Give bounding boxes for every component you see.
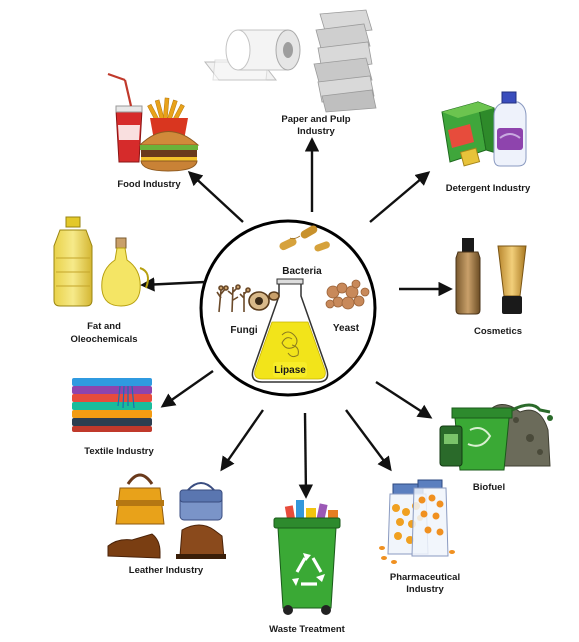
detergent-icon <box>441 91 527 167</box>
arrow-waste <box>298 412 314 499</box>
label-waste: Waste Treatment <box>269 624 346 635</box>
pharma-icon <box>379 479 455 564</box>
recycle-bin-icon <box>273 500 341 615</box>
label-textile: Textile Industry <box>84 446 154 457</box>
label-paper-1: Paper and Pulp <box>281 114 350 125</box>
oil-bottle-icon <box>53 216 93 307</box>
label-yeast: Yeast <box>333 323 360 334</box>
label-detergent: Detergent Industry <box>446 183 531 194</box>
label-fat-2: Oleochemicals <box>70 334 137 345</box>
label-cosmetics: Cosmetics <box>474 326 522 337</box>
label-fat-1: Fat and <box>87 321 121 332</box>
leather-goods-icon <box>107 473 226 559</box>
food-icon <box>107 72 200 172</box>
oil-cruet-icon <box>101 237 149 307</box>
arrow-food <box>187 171 244 223</box>
arrow-pharma <box>345 409 392 472</box>
label-bacteria: Bacteria <box>282 266 322 277</box>
labels: Bacteria Fungi Yeast Lipase Paper and Pu… <box>70 114 530 635</box>
arrow-detergent <box>369 171 431 223</box>
yeast-icon <box>325 279 370 310</box>
textile-icon <box>72 378 152 432</box>
label-leather: Leather Industry <box>129 565 204 576</box>
label-fungi: Fungi <box>230 325 257 336</box>
flask-icon <box>251 278 329 383</box>
arrow-biofuel <box>375 380 433 419</box>
cosmetics-icon <box>455 238 527 315</box>
fungi-icon <box>216 284 280 313</box>
label-biofuel: Biofuel <box>473 482 505 493</box>
label-food: Food Industry <box>117 179 181 190</box>
arrow-textile <box>160 370 214 408</box>
arrow-fat <box>140 277 206 292</box>
recycle-symbol-icon <box>295 557 323 586</box>
bacteria-icon <box>279 225 330 252</box>
paper-stack-icon <box>313 9 377 113</box>
label-pharma-1: Pharmaceutical <box>390 572 460 583</box>
arrows <box>140 137 453 499</box>
label-lipase: Lipase <box>274 365 306 376</box>
arrow-leather <box>220 409 264 472</box>
paper-roll-icon <box>203 29 301 81</box>
biofuel-icon <box>439 403 553 471</box>
label-pharma-2: Industry <box>406 584 444 595</box>
label-paper-2: Industry <box>297 126 335 137</box>
